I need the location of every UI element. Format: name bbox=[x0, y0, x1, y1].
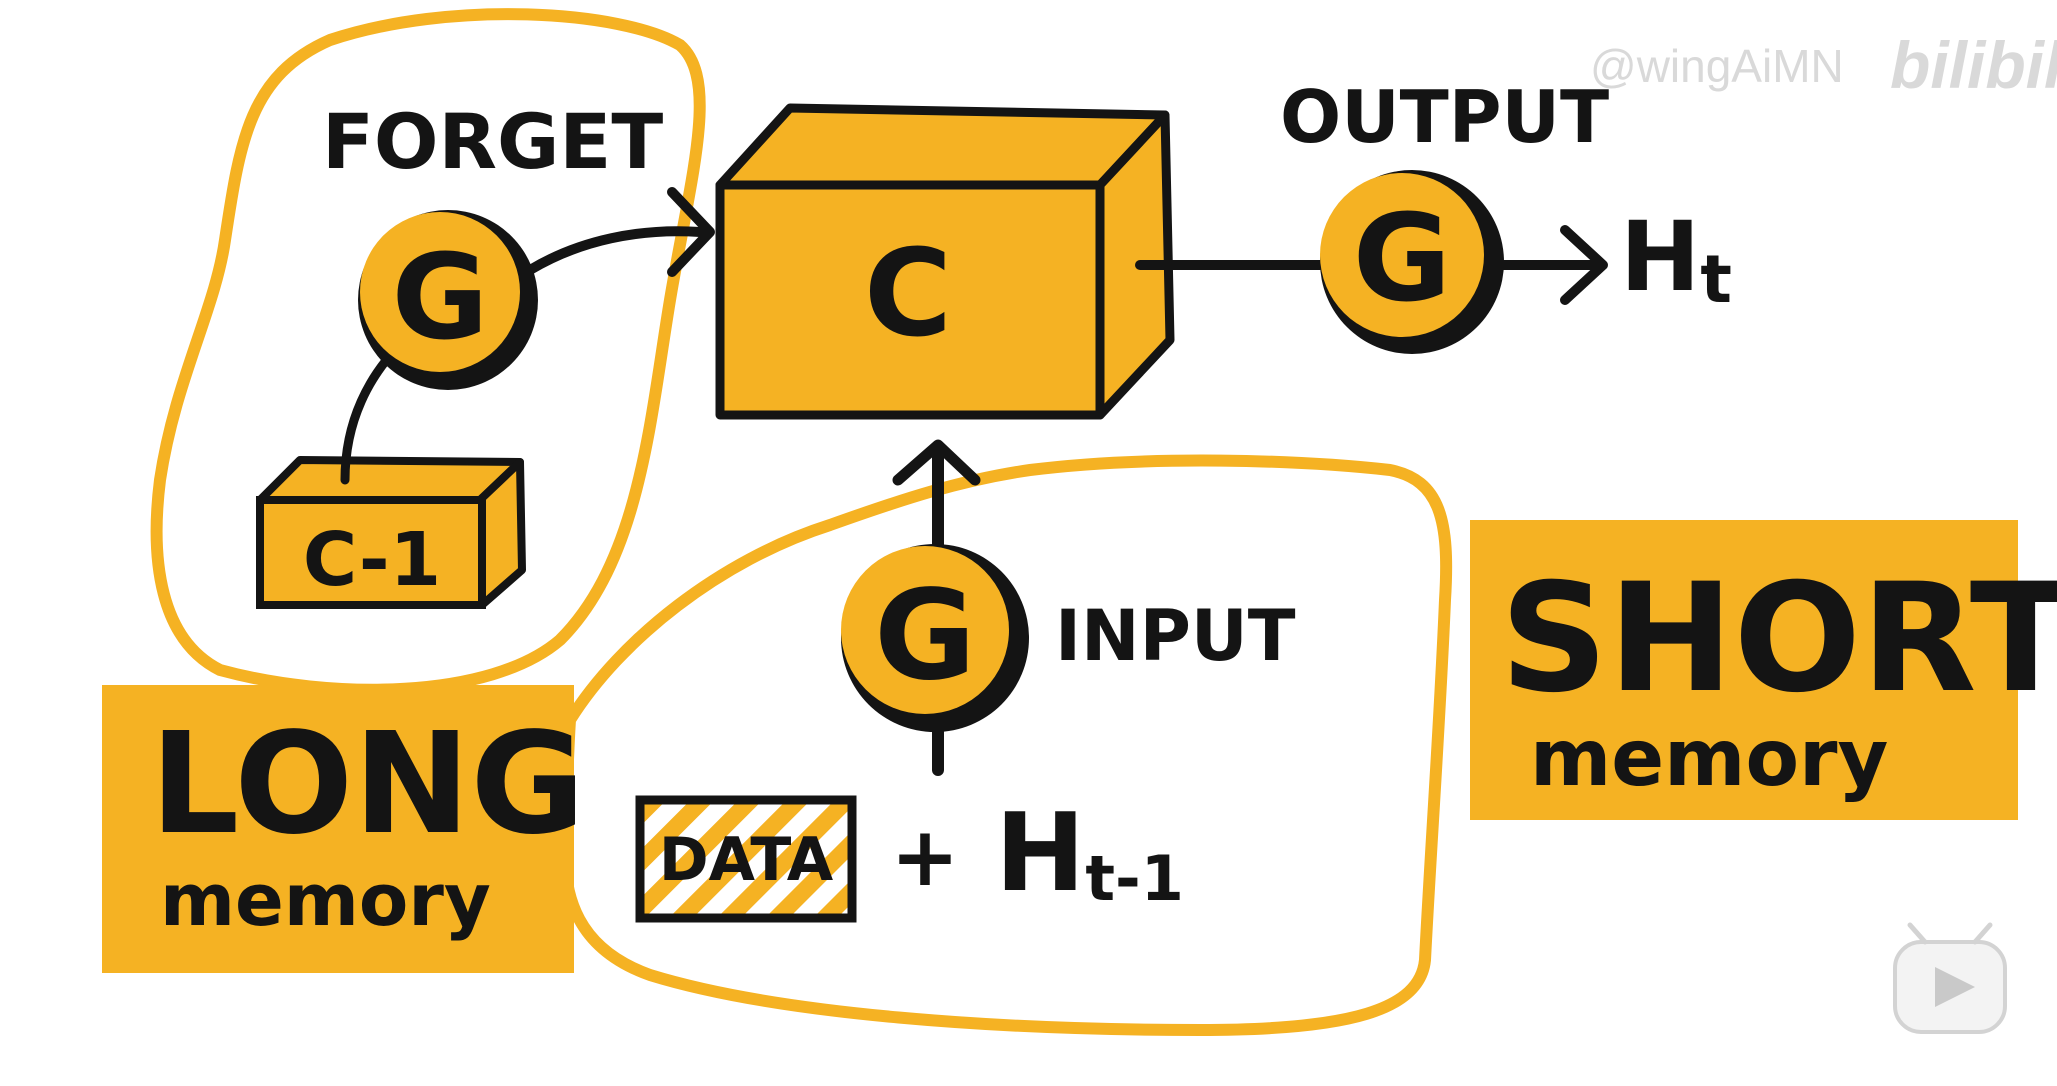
arrowhead-output bbox=[1560, 225, 1608, 305]
output-gate: G bbox=[1320, 170, 1504, 354]
output-label: OUTPUT bbox=[1280, 75, 1609, 159]
long-memory-title: LONG bbox=[150, 703, 585, 866]
input-gate-letter: G bbox=[874, 564, 976, 708]
input-label: INPUT bbox=[1055, 595, 1296, 677]
short-memory-title: SHORT bbox=[1500, 552, 2057, 726]
forget-gate: G bbox=[358, 210, 538, 390]
input-gate: G bbox=[841, 544, 1029, 732]
long-memory-box bbox=[102, 685, 574, 973]
forget-region-outline bbox=[150, 8, 706, 696]
play-icon[interactable] bbox=[1935, 967, 1975, 1007]
data-box: DATA bbox=[635, 795, 857, 923]
play-button[interactable] bbox=[1893, 922, 2007, 1034]
output-h-label: Ht bbox=[1620, 201, 1732, 318]
output-h-subscript: t bbox=[1700, 241, 1732, 318]
input-h-label: Ht-1 bbox=[995, 791, 1184, 916]
forget-gate-letter: G bbox=[392, 228, 489, 366]
output-gate-letter: G bbox=[1353, 190, 1452, 329]
input-region-outline bbox=[558, 454, 1453, 1036]
forget-to-cell-arrow bbox=[525, 226, 705, 275]
arrowhead-forget bbox=[667, 187, 715, 277]
cell-state-box: C bbox=[715, 103, 1175, 420]
short-memory-subtitle: memory bbox=[1530, 714, 1888, 804]
watermark-user: @wingAiMN bbox=[1590, 40, 1844, 92]
prev-cell-label: C-1 bbox=[303, 517, 441, 603]
watermark-site: bilibili bbox=[1890, 28, 2057, 102]
plus-sign: + bbox=[891, 810, 960, 905]
cell-state-label: C bbox=[864, 225, 952, 364]
long-memory-subtitle: memory bbox=[160, 858, 491, 942]
short-memory-box bbox=[1470, 520, 2018, 820]
input-h-subscript: t-1 bbox=[1085, 842, 1184, 915]
prev-cell-box: C-1 bbox=[256, 456, 526, 609]
forget-label: FORGET bbox=[322, 97, 663, 186]
arrowhead-input bbox=[892, 439, 981, 486]
data-label: DATA bbox=[659, 825, 834, 895]
